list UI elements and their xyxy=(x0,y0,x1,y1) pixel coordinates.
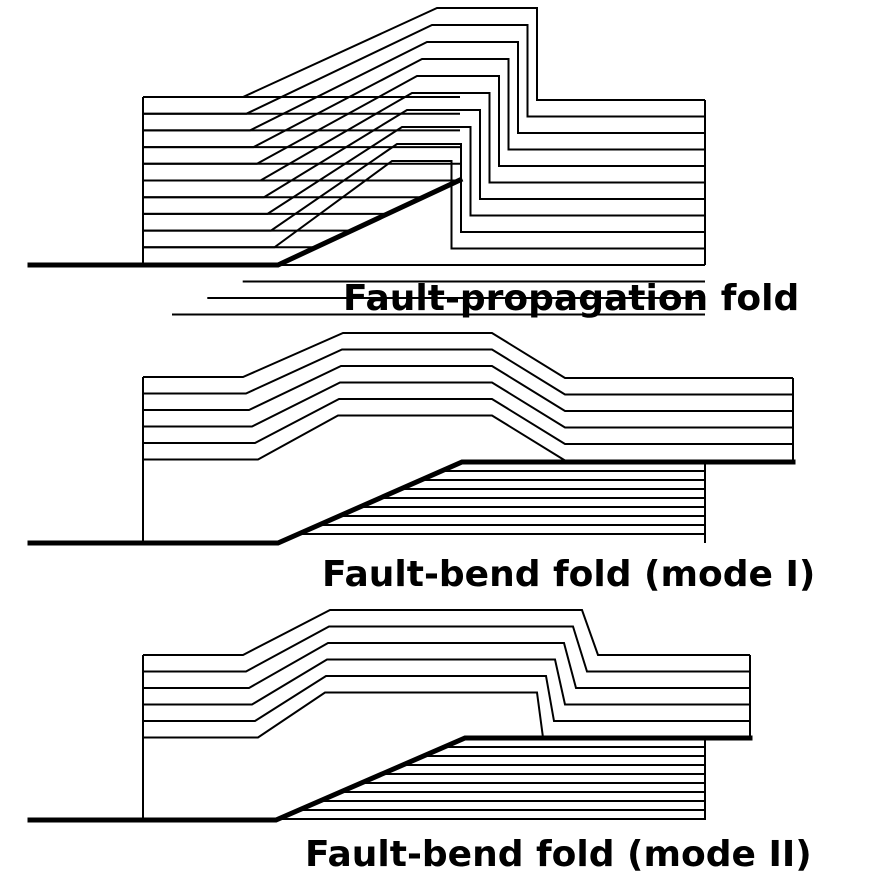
strata-layers xyxy=(142,7,706,316)
strata-layers xyxy=(142,332,794,543)
panel-fault-bend-fold-mode-1: Fault-bend fold (mode I) xyxy=(27,332,815,595)
hangingwall-layer xyxy=(143,92,705,184)
hangingwall-layer xyxy=(143,414,793,462)
hangingwall-layer xyxy=(143,381,793,429)
hangingwall-layer xyxy=(143,126,705,217)
hangingwall-layer xyxy=(143,625,750,673)
hangingwall-layer xyxy=(143,675,750,722)
hangingwall-layer xyxy=(143,332,793,379)
caption-fault-propagation-fold: Fault-propagation fold xyxy=(343,278,799,319)
hangingwall-layer xyxy=(143,609,750,656)
thrust-fault xyxy=(27,176,464,268)
hangingwall-layer xyxy=(143,24,705,118)
panel-fault-bend-fold-mode-2: Fault-bend fold (mode II) xyxy=(27,609,812,875)
strata-layers xyxy=(142,609,751,820)
caption-fault-bend-fold-mode-2: Fault-bend fold (mode II) xyxy=(305,834,812,875)
hangingwall-layer xyxy=(143,143,705,233)
hangingwall-layer xyxy=(143,658,750,706)
hangingwall-layer xyxy=(143,642,750,689)
hangingwall-layer xyxy=(143,58,705,151)
thrust-fault xyxy=(27,459,796,546)
hangingwall-layer xyxy=(143,7,705,101)
hangingwall-layer xyxy=(143,41,705,134)
panel-fault-propagation-fold: Fault-propagation fold xyxy=(27,7,799,319)
hangingwall-layer xyxy=(143,365,793,412)
caption-fault-bend-fold-mode-1: Fault-bend fold (mode I) xyxy=(322,554,815,595)
hangingwall-layer xyxy=(143,348,793,396)
hangingwall-layer xyxy=(143,160,705,250)
hangingwall-layer xyxy=(143,398,793,445)
hangingwall-layer xyxy=(143,75,705,167)
thrust-fault xyxy=(27,735,753,823)
hangingwall-layer xyxy=(143,109,705,200)
hangingwall-layer xyxy=(143,691,750,739)
